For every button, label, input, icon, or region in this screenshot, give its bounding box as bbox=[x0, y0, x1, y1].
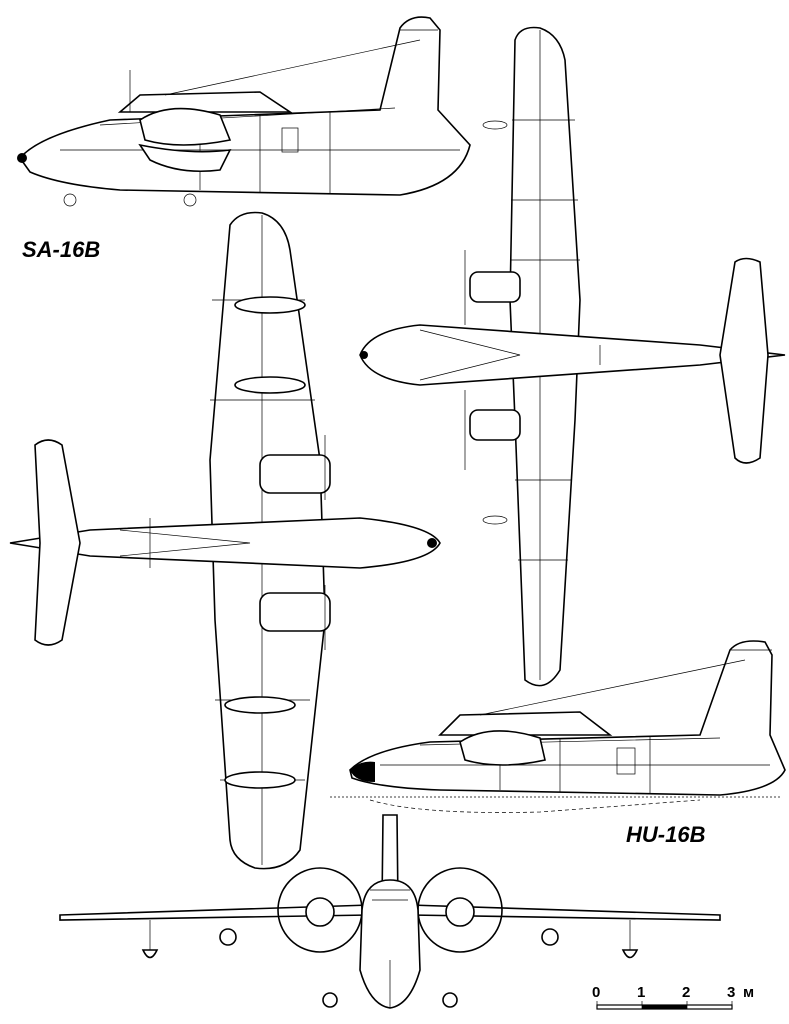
side-view-hu16b bbox=[330, 640, 786, 813]
scale-bar bbox=[596, 1001, 733, 1010]
top-view bbox=[359, 26, 786, 687]
scale-tick-3: 3 bbox=[727, 984, 736, 1001]
bottom-view bbox=[9, 211, 441, 870]
scale-tick-0: 0 bbox=[592, 984, 601, 1001]
side-view-sa16b bbox=[17, 16, 471, 207]
scale-unit: м bbox=[743, 984, 755, 1001]
scale-tick-1: 1 bbox=[637, 984, 646, 1001]
scale-tick-2: 2 bbox=[682, 984, 691, 1001]
variant-label-hu16b: HU-16B bbox=[626, 822, 706, 847]
front-view bbox=[59, 814, 721, 1009]
variant-label-sa16b: SA-16B bbox=[22, 237, 101, 262]
